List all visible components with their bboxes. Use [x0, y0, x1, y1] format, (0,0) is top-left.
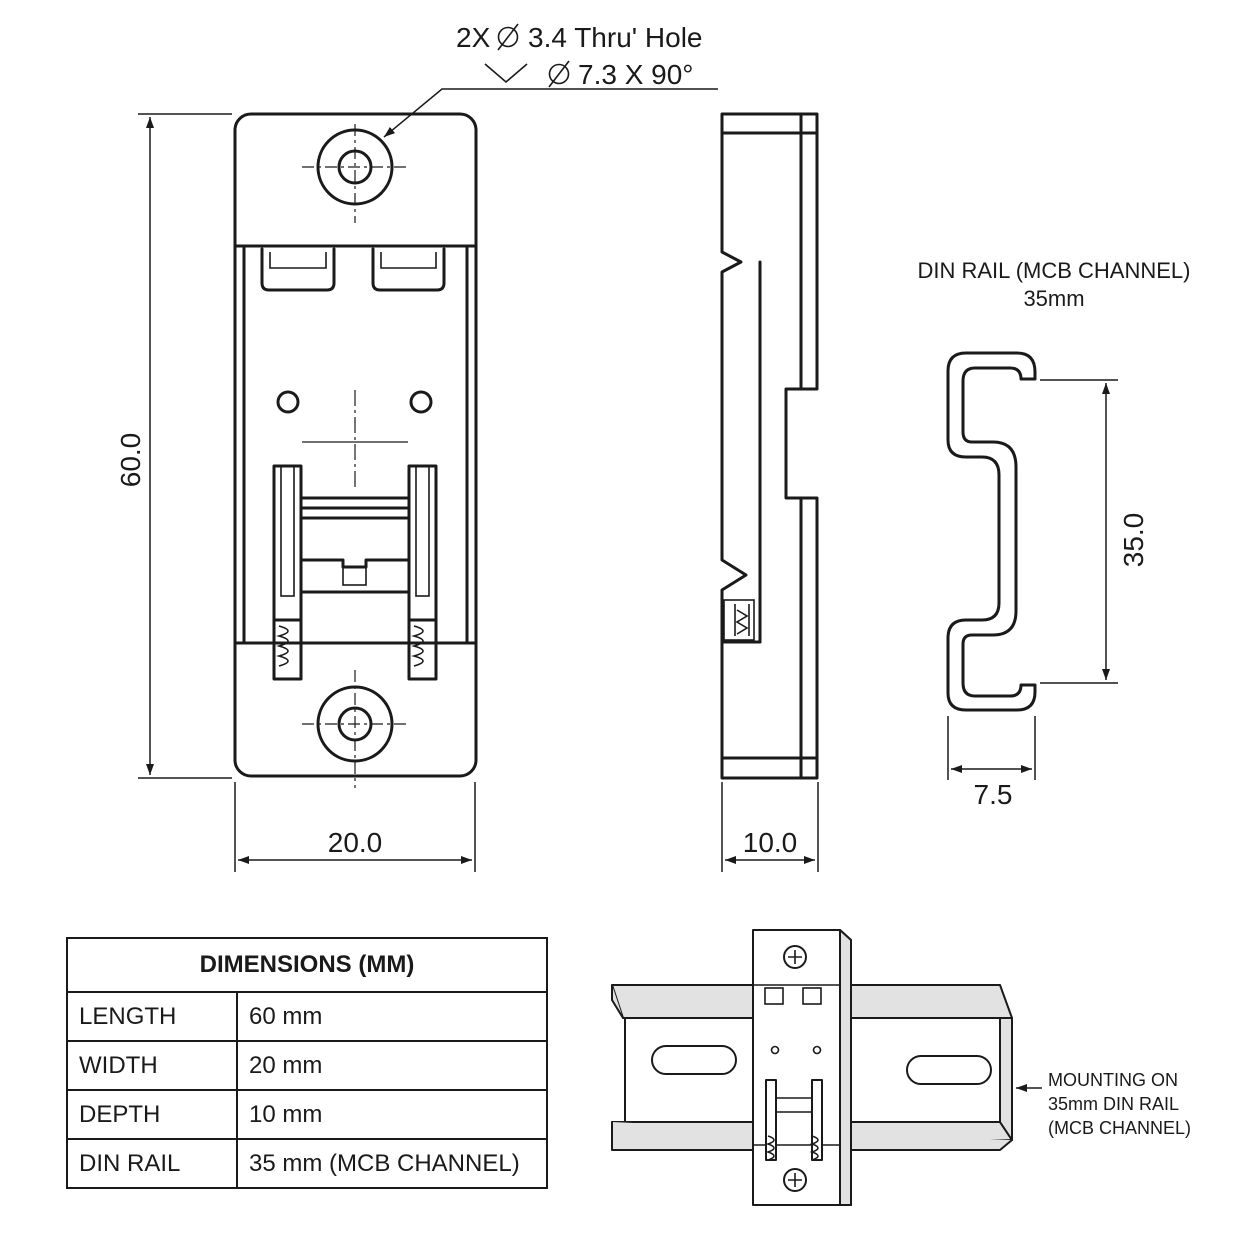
- diameter-symbol-2: [548, 60, 570, 88]
- depth-value: 10.0: [743, 827, 798, 858]
- rail-label-line2: 35mm: [1023, 286, 1084, 311]
- top-mounting-hole: [302, 124, 408, 223]
- table-header-row: DIMENSIONS (MM): [66, 937, 548, 993]
- dimensions-table: DIMENSIONS (MM) LENGTH 60 mm WIDTH 20 mm…: [66, 937, 548, 1189]
- rail-height-value: 35.0: [1118, 513, 1149, 568]
- bottom-mounting-hole: [302, 670, 408, 788]
- table-row: DIN RAIL 35 mm (MCB CHANNEL): [66, 1138, 548, 1189]
- rail-depth-value: 7.5: [974, 779, 1013, 810]
- locating-hole-left: [276, 390, 300, 414]
- row-value: 35 mm (MCB CHANNEL): [236, 1138, 548, 1189]
- table-row: DEPTH 10 mm: [66, 1089, 548, 1140]
- din-rail-profile: DIN RAIL (MCB CHANNEL) 35mm 35.0 7.5: [918, 258, 1191, 810]
- width-value: 20.0: [328, 827, 383, 858]
- mount-note-line3: (MCB CHANNEL): [1048, 1118, 1191, 1138]
- row-value: 60 mm: [236, 991, 548, 1042]
- mount-note-line1: MOUNTING ON: [1048, 1070, 1178, 1090]
- row-value: 20 mm: [236, 1040, 548, 1091]
- hole-text: 3.4 Thru' Hole: [528, 22, 702, 53]
- row-label: WIDTH: [66, 1040, 238, 1091]
- rail-hook-left: [260, 247, 336, 292]
- leader-line: [383, 88, 718, 138]
- hole-callout: 2X 3.4 Thru' Hole 7.3 X 90°: [383, 22, 718, 138]
- spring-left: [276, 625, 289, 667]
- latch-mechanism: [272, 464, 438, 681]
- countersink-symbol: [484, 63, 528, 84]
- front-view: [233, 112, 478, 788]
- rail-hook-right: [371, 247, 446, 292]
- diameter-symbol-1: [497, 23, 519, 51]
- depth-dimension: 10.0: [721, 782, 819, 872]
- width-dimension: 20.0: [234, 782, 476, 872]
- table-row: LENGTH 60 mm: [66, 991, 548, 1042]
- screw-top-icon: [783, 945, 807, 969]
- row-label: LENGTH: [66, 991, 238, 1042]
- row-label: DIN RAIL: [66, 1138, 238, 1189]
- side-view: [720, 112, 819, 780]
- mount-note-line2: 35mm DIN RAIL: [1048, 1094, 1179, 1114]
- screw-bottom-icon: [783, 1168, 807, 1192]
- countersink-text: 7.3 X 90°: [578, 59, 694, 90]
- row-label: DEPTH: [66, 1089, 238, 1140]
- mounting-illustration: MOUNTING ON 35mm DIN RAIL (MCB CHANNEL): [611, 929, 1191, 1206]
- hole-prefix: 2X: [456, 22, 491, 53]
- rail-slot-left: [651, 1045, 737, 1075]
- rail-slot-right: [906, 1055, 992, 1085]
- length-value: 60.0: [115, 433, 146, 488]
- table-row: WIDTH 20 mm: [66, 1040, 548, 1091]
- row-value: 10 mm: [236, 1089, 548, 1140]
- table-title: DIMENSIONS (MM): [66, 937, 548, 993]
- locating-hole-right: [409, 390, 433, 414]
- length-dimension: 60.0: [115, 113, 232, 779]
- spring-right: [411, 625, 424, 667]
- rail-label-line1: DIN RAIL (MCB CHANNEL): [918, 258, 1191, 283]
